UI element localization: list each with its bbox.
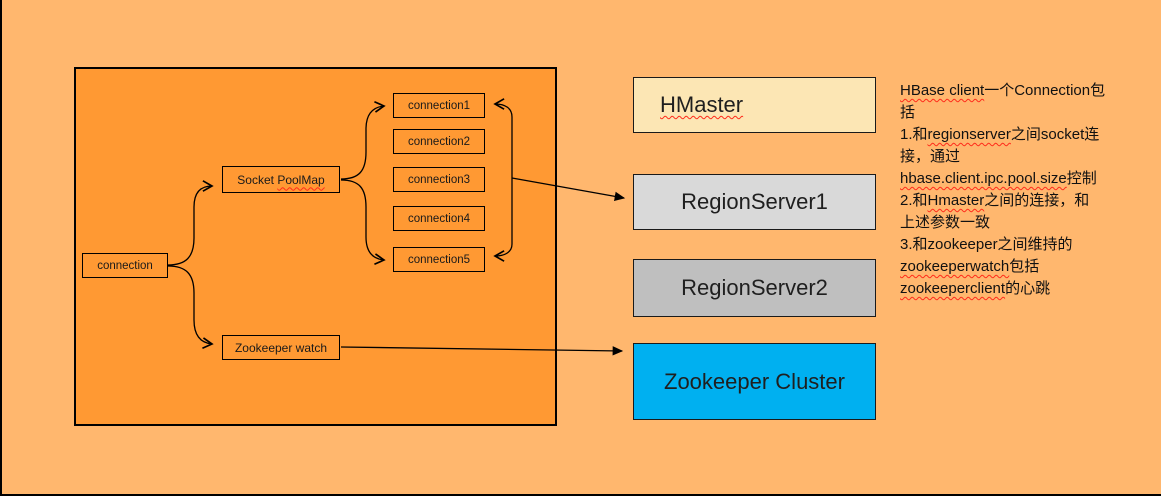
annotation-line: 上述参数一致 [900,212,1150,234]
annotation-segment: 括 [900,104,916,121]
pool-connection-box: connection5 [393,247,485,272]
annotation-segment-squiggled: regionserver [927,126,1011,143]
annotation-line: 括 [900,102,1150,124]
hmaster-label: HMaster [660,92,744,117]
annotation-line: zookeeperwatch包括 [900,256,1150,278]
annotation-segment: 2.和 [900,192,928,209]
zookeeper-cluster-box: Zookeeper Cluster [633,343,876,420]
regionserver1-box: RegionServer1 [633,174,876,230]
pool-connection-box: connection2 [393,129,485,154]
socket-poolmap-label-squiggled: PoolMap [277,172,325,187]
annotation-segment: 的心跳 [1005,280,1051,297]
annotation-line: hbase.client.ipc.pool.size控制 [900,168,1150,190]
annotation-segment: 之间的连接，和 [984,192,1090,209]
annotation-segment-squiggled: hbase.client.ipc.pool.size [900,170,1067,187]
regionserver2-label: RegionServer2 [681,275,828,300]
pool-connection-box: connection1 [393,93,485,118]
annotation-segment: 接，通过 [900,148,961,165]
regionserver2-box: RegionServer2 [633,259,876,317]
pool-connection-box: connection3 [393,167,485,192]
annotation-segment: 之间socket连 [1010,126,1100,143]
hmaster-box: HMaster [633,77,876,133]
pool-connection-label: connection4 [407,212,471,225]
socket-poolmap-box: Socket PoolMap [222,166,340,193]
pool-connection-label: connection1 [407,99,471,112]
annotation-segment: 上述参数一致 [900,214,991,231]
pool-connection-box: connection4 [393,206,485,231]
socket-poolmap-label-prefix: Socket [237,172,278,187]
pool-connection-label: connection3 [407,173,471,186]
regionserver1-label: RegionServer1 [681,189,828,214]
annotation-line: 1.和regionserver之间socket连 [900,124,1150,146]
zookeeper-watch-label: Zookeeper watch [234,340,328,355]
annotation-line: zookeeperclient的心跳 [900,278,1150,300]
annotation-segment: 1.和 [900,126,928,143]
pool-connection-label: connection5 [407,253,471,266]
annotation-segment: 3.和zookeeper之间维持的 [900,236,1073,253]
annotation-segment-squiggled: zookeeperwatch [900,258,1010,275]
annotation-text: HBase client一个Connection包括 1.和regionserve… [900,80,1150,300]
connection-box: connection [82,253,168,278]
annotation-line: 3.和zookeeper之间维持的 [900,234,1150,256]
annotation-segment: 一个Connection包 [984,82,1106,99]
annotation-segment-squiggled: zookeeperclient [900,280,1006,297]
zookeeper-watch-box: Zookeeper watch [222,335,340,360]
pool-connection-label: connection2 [407,135,471,148]
annotation-segment: 包括 [1009,258,1040,275]
annotation-segment: 控制 [1066,170,1097,187]
annotation-line: 2.和Hmaster之间的连接，和 [900,190,1150,212]
zookeeper-cluster-label: Zookeeper Cluster [664,368,845,394]
connection-box-label: connection [97,259,153,272]
annotation-segment-squiggled: HBase client [900,82,985,99]
annotation-line: HBase client一个Connection包 [900,80,1150,102]
hbase-client-panel [74,67,557,426]
annotation-segment-squiggled: Hmaster [927,192,985,209]
annotation-line: 接，通过 [900,146,1150,168]
